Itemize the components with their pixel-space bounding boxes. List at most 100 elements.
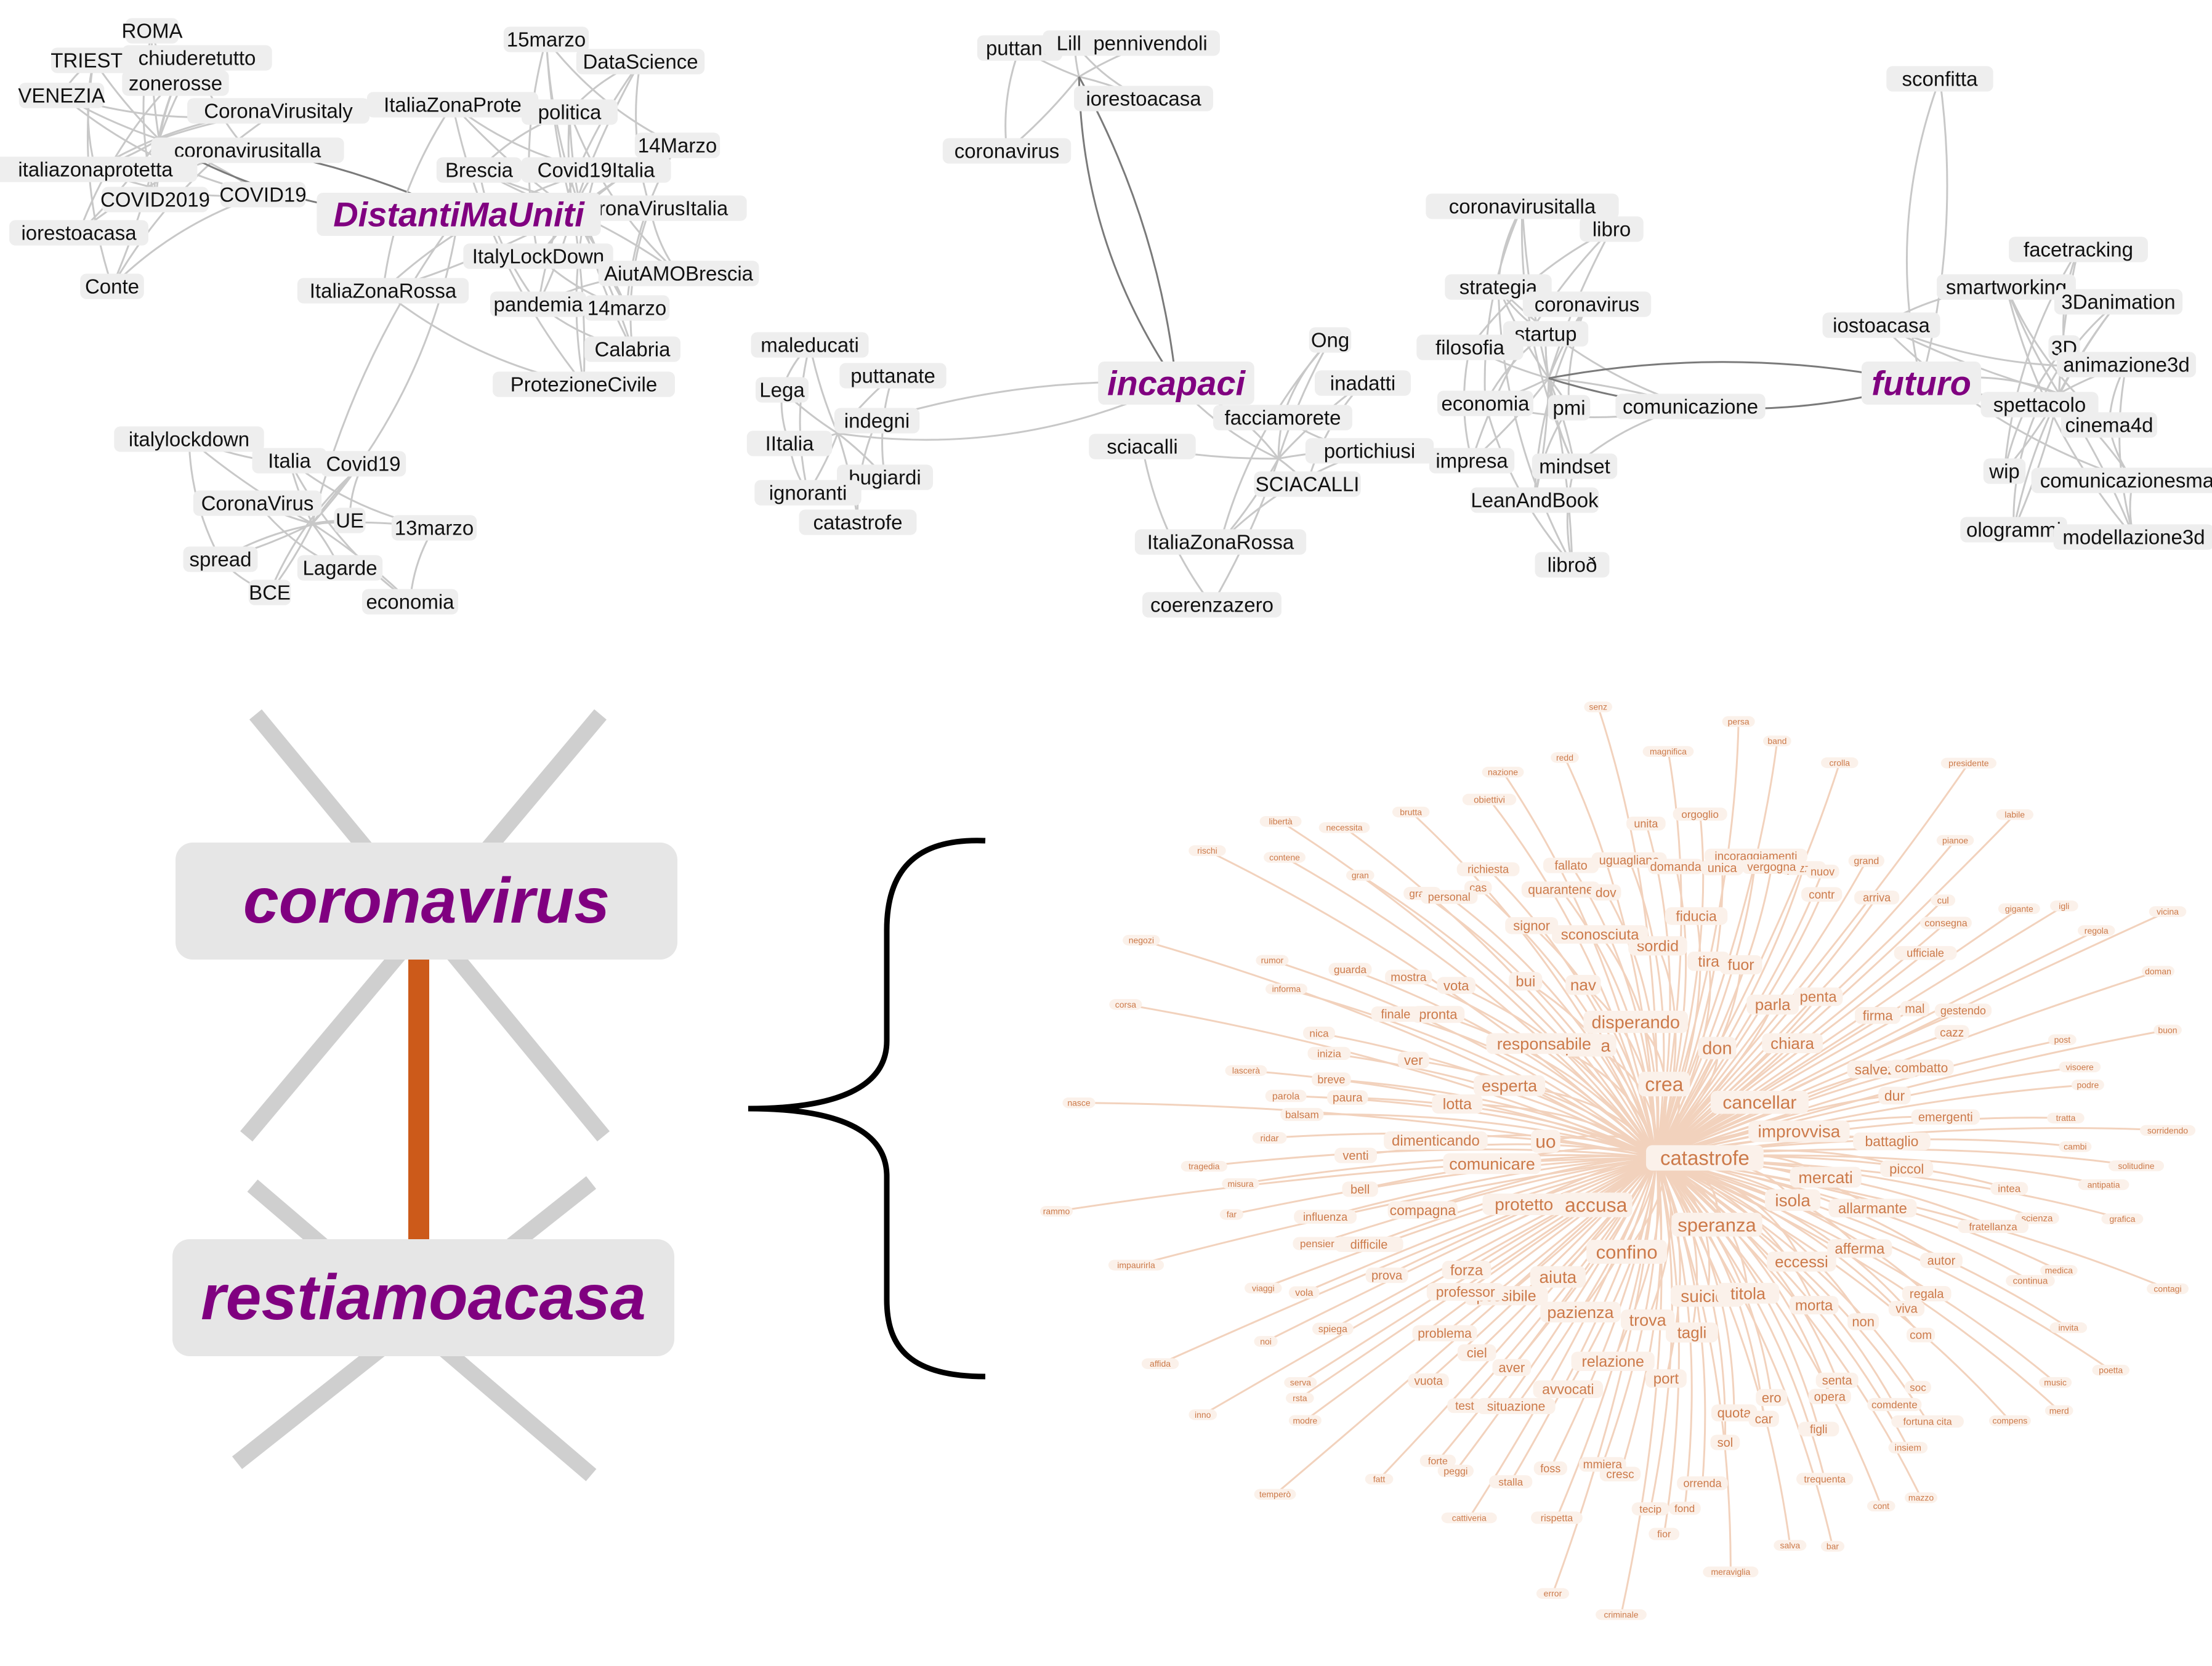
semantic-word: presidente bbox=[1948, 758, 1989, 768]
semantic-word-bg bbox=[1848, 854, 1884, 867]
node-label: Lagarde bbox=[302, 557, 377, 580]
semantic-edge bbox=[1655, 1157, 1773, 1398]
network-edge bbox=[799, 344, 811, 493]
semantic-word: forza bbox=[1450, 1262, 1483, 1279]
semantic-word: foss bbox=[1540, 1462, 1560, 1474]
semantic-word: prova bbox=[1371, 1269, 1403, 1283]
semantic-word-bg bbox=[1327, 1090, 1368, 1105]
semantic-edge bbox=[1655, 1157, 1834, 1547]
semantic-word-bg bbox=[1620, 1309, 1675, 1330]
semantic-word: speranza bbox=[1677, 1214, 1756, 1235]
node-label-bg bbox=[1980, 392, 2099, 418]
network-edge bbox=[1483, 206, 1524, 404]
semantic-word-bg bbox=[1293, 1237, 1342, 1250]
semantic-word-bg bbox=[1432, 1094, 1483, 1114]
semantic-word-bg bbox=[1303, 1026, 1336, 1040]
semantic-edge bbox=[1655, 855, 1757, 1159]
node-label-bg bbox=[1470, 487, 1599, 513]
semantic-word: situazione bbox=[1487, 1399, 1546, 1413]
semantic-word: vola bbox=[1295, 1288, 1313, 1298]
semantic-word-bg bbox=[1264, 852, 1306, 863]
node-label: coronavirus bbox=[955, 140, 1060, 163]
semantic-word: poetta bbox=[2099, 1365, 2123, 1375]
semantic-word-bg bbox=[2040, 1265, 2078, 1276]
semantic-word-bg bbox=[1509, 972, 1543, 991]
semantic-word: lascerà bbox=[1232, 1066, 1260, 1075]
semantic-word: port bbox=[1653, 1371, 1679, 1388]
semantic-word-bg bbox=[1765, 1189, 1821, 1211]
node-label-bg bbox=[1074, 86, 1213, 111]
semantic-word: grafica bbox=[2109, 1214, 2135, 1224]
semantic-word-bg bbox=[1384, 1131, 1488, 1150]
semantic-word: bui bbox=[1516, 974, 1535, 990]
semantic-edge bbox=[1487, 868, 1658, 1159]
node-label-bg bbox=[463, 243, 613, 269]
node-label: smartworking bbox=[1946, 276, 2067, 299]
semantic-word: fatt bbox=[1373, 1474, 1386, 1484]
semantic-word-bg bbox=[1334, 1236, 1403, 1252]
node-label-bg bbox=[837, 464, 933, 490]
node-label-bg bbox=[493, 371, 675, 397]
semantic-word-bg bbox=[1521, 881, 1600, 898]
semantic-word-bg bbox=[1671, 1213, 1762, 1237]
semantic-word-bg bbox=[1533, 1380, 1604, 1398]
semantic-word-bg bbox=[1474, 1075, 1546, 1096]
semantic-word-bg bbox=[1489, 1475, 1533, 1489]
node-label: politica bbox=[538, 101, 602, 124]
semantic-word-bg bbox=[1571, 1351, 1655, 1371]
semantic-word-bg bbox=[1288, 1415, 1322, 1426]
semantic-word: music bbox=[2044, 1378, 2067, 1388]
semantic-word-bg bbox=[2078, 1179, 2129, 1191]
semantic-word-bg bbox=[1904, 1380, 1931, 1394]
network-edge bbox=[288, 460, 411, 603]
semantic-word: non bbox=[1852, 1314, 1875, 1330]
network-edge bbox=[1219, 339, 1331, 543]
semantic-word: dimenticando bbox=[1392, 1133, 1480, 1149]
node-label: comunicazionesmart bbox=[2040, 469, 2212, 492]
semantic-word: domanda bbox=[1650, 860, 1702, 874]
semantic-word: ridar bbox=[1261, 1133, 1279, 1144]
semantic-word: difficile bbox=[1350, 1238, 1388, 1252]
semantic-word: sconosciuta bbox=[1561, 927, 1639, 944]
semantic-word-bg bbox=[1902, 1286, 1952, 1302]
semantic-edge bbox=[1655, 866, 1773, 1159]
semantic-word: finale bbox=[1381, 1008, 1411, 1022]
semantic-word: mal bbox=[1905, 1003, 1924, 1016]
semantic-word: forte bbox=[1428, 1456, 1448, 1466]
semantic-word: solitudine bbox=[2118, 1161, 2154, 1171]
semantic-word-bg bbox=[1847, 1313, 1879, 1330]
node-label-bg bbox=[1315, 370, 1411, 396]
semantic-word: cazz bbox=[1940, 1027, 1964, 1040]
semantic-word: morta bbox=[1795, 1298, 1833, 1314]
semantic-word-bg bbox=[1447, 1398, 1482, 1413]
node-label: 13marzo bbox=[395, 517, 474, 540]
node-label: comunicazione bbox=[1623, 395, 1758, 418]
semantic-word: spiega bbox=[1318, 1324, 1347, 1335]
node-label-bg bbox=[756, 377, 809, 403]
semantic-word: afferma bbox=[1835, 1240, 1885, 1257]
semantic-edge bbox=[1136, 1157, 1657, 1266]
node-label-bg bbox=[1134, 529, 1307, 555]
network-edge bbox=[1880, 324, 2134, 482]
node-label-bg bbox=[2054, 289, 2183, 315]
semantic-word: tecip bbox=[1639, 1503, 1661, 1515]
semantic-word-bg bbox=[1062, 1097, 1096, 1109]
semantic-edge bbox=[1656, 1038, 2063, 1159]
semantic-word-bg bbox=[1934, 1025, 1969, 1040]
semantic-word: rumor bbox=[1261, 955, 1284, 965]
semantic-word-bg bbox=[1867, 1397, 1922, 1412]
node-label-bg bbox=[0, 156, 198, 182]
semantic-word: consegna bbox=[1924, 918, 1967, 929]
semantic-word: crolla bbox=[1830, 758, 1851, 767]
node-label-bg bbox=[9, 220, 148, 246]
semantic-word: mazzo bbox=[1908, 1493, 1934, 1503]
semantic-word-bg bbox=[1342, 1181, 1378, 1197]
semantic-word-bg bbox=[1443, 1153, 1541, 1175]
node-label: portichiusi bbox=[1324, 440, 1416, 463]
semantic-word: meraviglia bbox=[1711, 1567, 1750, 1577]
semantic-word-bg bbox=[1931, 894, 1956, 907]
semantic-word: relazione bbox=[1581, 1353, 1644, 1370]
semantic-word: negozi bbox=[1129, 935, 1154, 945]
node-label: DataScience bbox=[583, 51, 698, 73]
